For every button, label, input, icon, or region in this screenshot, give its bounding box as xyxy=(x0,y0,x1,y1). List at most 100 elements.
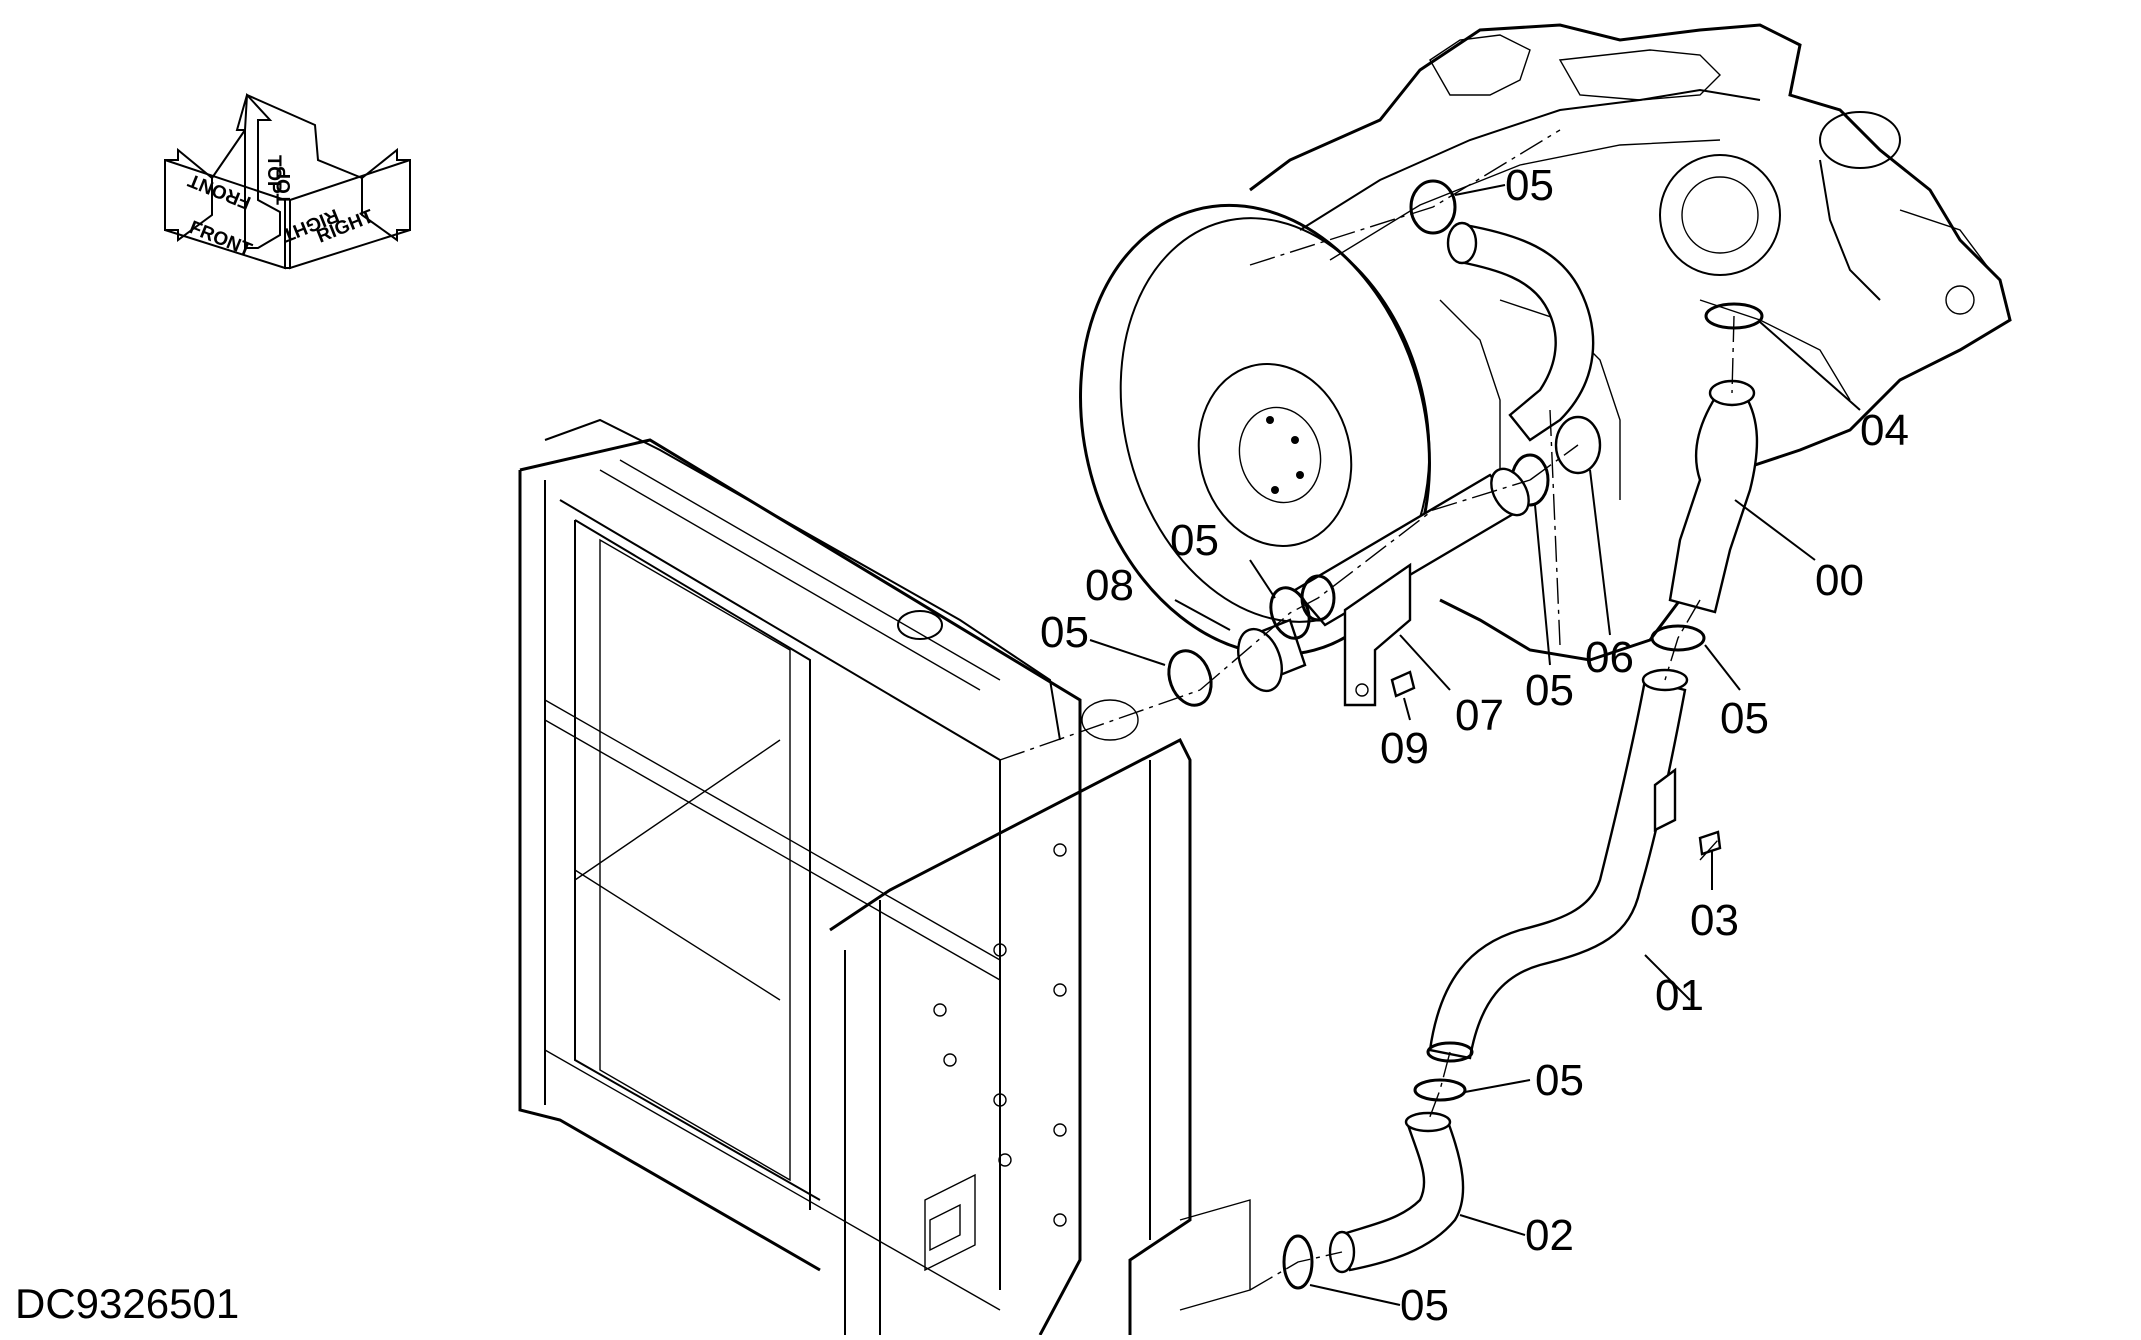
callout-04: 04 xyxy=(1860,406,1909,455)
leader-05-top xyxy=(1454,184,1506,196)
leader-05-mid xyxy=(1534,504,1551,666)
bracket-hole xyxy=(1355,683,1369,697)
radiator-diagonals xyxy=(574,739,781,1001)
hose-00-assembly xyxy=(1650,302,1764,652)
flywheel-outer xyxy=(1079,203,1431,657)
cross-bar-2 xyxy=(544,1049,1001,1311)
clamp-05-right xyxy=(1650,624,1706,652)
panel-bolt-1 xyxy=(1053,843,1067,857)
flywheel-hub xyxy=(1197,363,1353,547)
radiator-core-left xyxy=(574,520,821,1201)
flywheel-rim xyxy=(1119,217,1431,623)
engine-detail-4 xyxy=(1439,299,1501,470)
hose-02-top xyxy=(1404,1111,1452,1133)
callout-labels: 05 04 00 05 08 05 05 06 07 09 05 03 01 0… xyxy=(1040,161,1909,1330)
icon-top-edges xyxy=(211,93,363,179)
flywheel-bolt-4 xyxy=(1271,486,1279,494)
leader-01 xyxy=(1644,954,1691,1001)
callout-08: 08 xyxy=(1085,561,1134,610)
callout-05-top: 05 xyxy=(1505,161,1554,210)
callout-02: 02 xyxy=(1525,1211,1574,1260)
callout-05-clamp-a: 05 xyxy=(1170,516,1219,565)
leader-07 xyxy=(1399,634,1451,691)
callout-00: 00 xyxy=(1815,556,1864,605)
tube-01-bottom-ring xyxy=(1426,1041,1474,1063)
radiator-assembly xyxy=(518,418,1251,1336)
panel-bolt-5 xyxy=(933,1003,947,1017)
engine-mount-bolt xyxy=(1945,285,1975,315)
centerline-4 xyxy=(999,689,1201,761)
bracket-07 xyxy=(1343,562,1412,707)
front-mirror-label: FRONT xyxy=(185,169,254,213)
top-label: TOP xyxy=(263,155,284,194)
assembly-centerlines xyxy=(999,129,1735,1291)
engine-detail-2 xyxy=(1699,299,1851,401)
panel-bolt-7 xyxy=(993,943,1007,957)
engine-pipe-right xyxy=(1819,159,1881,301)
callout-05-right: 05 xyxy=(1720,694,1769,743)
clamp-05-lower xyxy=(1413,1078,1467,1102)
engine-detail-3 xyxy=(1499,299,1621,500)
centerline-3 xyxy=(1529,444,1579,481)
leader-lines xyxy=(1089,184,1861,1306)
front-arrow-shape xyxy=(164,147,213,242)
hose-08-assembly xyxy=(1167,586,1311,707)
turbo-inlet xyxy=(1681,176,1759,254)
bolt-03 xyxy=(1698,830,1722,856)
lower-mount xyxy=(1179,1199,1251,1311)
leader-08 xyxy=(1174,599,1231,631)
panel-bolt-9 xyxy=(998,1153,1012,1167)
hose-08-face xyxy=(1237,627,1283,693)
turbo-housing xyxy=(1659,154,1781,276)
radiator-core-top xyxy=(574,519,811,1210)
centerline-5 xyxy=(1731,315,1735,394)
upper-pipe xyxy=(1458,223,1595,442)
clamp-05-a xyxy=(1269,586,1311,640)
callout-05-clamp-b: 05 xyxy=(1040,608,1089,657)
flywheel-bolt-3 xyxy=(1296,471,1304,479)
centerline-1 xyxy=(1249,129,1561,266)
flywheel-center xyxy=(1238,406,1322,504)
leader-09 xyxy=(1403,697,1411,721)
orientation-indicator: FRONT FRONT TOP TOP RIGHT RIGHT xyxy=(164,93,411,270)
panel-plate-inner xyxy=(929,1203,961,1252)
radiator-frame-left-bottom xyxy=(518,470,821,1272)
clamp-05-b xyxy=(1167,649,1213,707)
callout-06: 06 xyxy=(1585,633,1634,682)
engine-top-cover xyxy=(1558,49,1721,101)
right-arrow-shape xyxy=(361,147,411,242)
engine-mount xyxy=(1899,209,1991,271)
cross-bar-1b xyxy=(544,719,1001,981)
frame-top-inner xyxy=(559,499,1001,1290)
radiator-core xyxy=(599,538,791,1182)
leader-00 xyxy=(1734,499,1816,561)
panel-bolt-6 xyxy=(943,1053,957,1067)
leader-05-lower xyxy=(1464,1079,1531,1093)
upper-pipe-end xyxy=(1446,221,1478,265)
callout-03: 03 xyxy=(1690,896,1739,945)
drawing-code: DC9326501 xyxy=(15,1280,239,1327)
callout-09: 09 xyxy=(1380,724,1429,773)
cross-bar-1 xyxy=(544,699,1001,961)
panel-bolt-2 xyxy=(1053,983,1067,997)
centerline-10 xyxy=(1549,409,1561,646)
leader-05-clamp-b xyxy=(1089,639,1166,666)
centerline-6 xyxy=(1664,599,1701,681)
engine-thermostat-housing xyxy=(1429,34,1531,96)
top-mirror-label: TOP xyxy=(274,166,295,205)
leader-04 xyxy=(1759,321,1861,411)
callout-05-lower: 05 xyxy=(1535,1056,1584,1105)
panel-plate xyxy=(924,1173,976,1272)
radiator-outlet xyxy=(1081,699,1139,741)
hose-00 xyxy=(1668,388,1759,614)
centerline-9 xyxy=(1699,839,1719,861)
engine-outline xyxy=(1249,23,2012,662)
tube-07-assembly xyxy=(1293,467,1530,707)
callout-05-bottom: 05 xyxy=(1400,1281,1449,1330)
flywheel-bolt-2 xyxy=(1291,436,1299,444)
engine-assembly xyxy=(1079,23,2012,662)
top-arrow-shape xyxy=(235,93,281,249)
hose-02 xyxy=(1338,1120,1465,1272)
top-tank-lines xyxy=(599,459,1001,691)
